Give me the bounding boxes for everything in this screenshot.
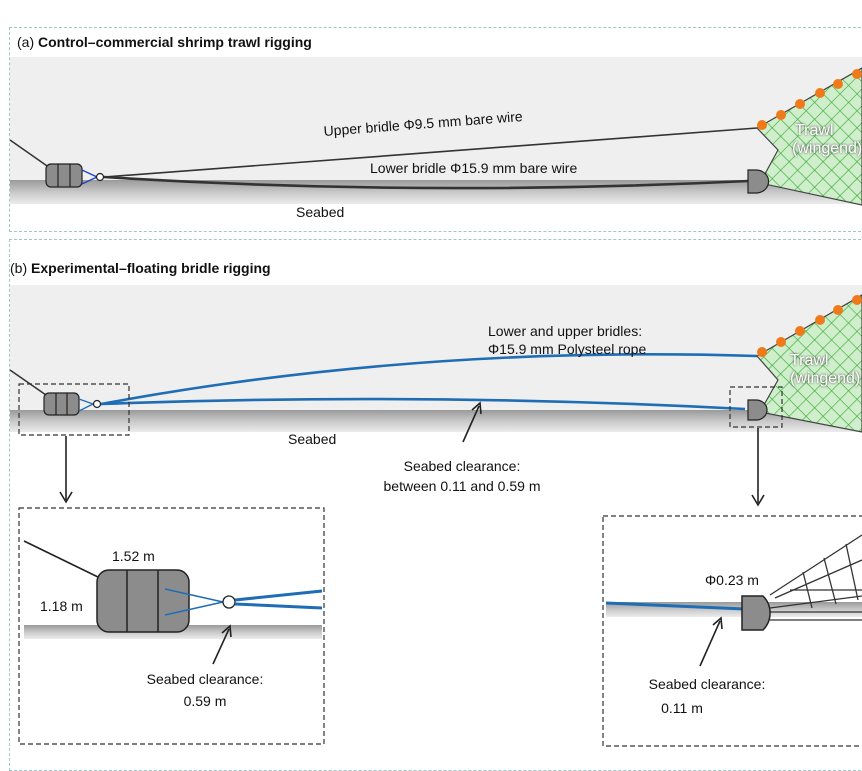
panel-a-swivel (95, 172, 105, 182)
panel-a-ground-shoe (747, 169, 770, 194)
panel-b-bridles-label: Lower and upper bridles: Φ15.9 mm Polyst… (488, 322, 646, 358)
panel-b-lower-bridle (100, 397, 746, 411)
panel-b-seabed-label: Seabed (288, 431, 337, 447)
panel-b-upper-bridle (100, 352, 758, 406)
inset-right-net-lines (769, 534, 862, 621)
zoom-arrows (59, 428, 765, 507)
panel-b-water (10, 285, 862, 412)
panel-a-trawl-label: Trawl (wingend) (792, 122, 862, 158)
panel-b-bridles-line2: Φ15.9 mm Polysteel rope (488, 341, 647, 357)
panel-b-bridles-line1: Lower and upper bridles: (488, 323, 643, 339)
panel-b-trawl-line1: Trawl (790, 352, 829, 369)
panel-b-warp (9, 369, 47, 396)
panel-b-seabed (10, 410, 862, 432)
panel-b-otter-door (43, 392, 80, 416)
panel-b-trawl-net (756, 294, 862, 433)
panel-b-swivel (92, 399, 102, 409)
panel-b-ground-shoe (747, 399, 768, 421)
panel-a-lower-bridle (103, 175, 749, 190)
panel-a-warp (9, 139, 51, 169)
panel-a-letter: (a) (17, 34, 35, 50)
panel-a-title: (a) Control–commercial shrimp trawl rigg… (17, 34, 312, 50)
clearance-arrow (462, 401, 482, 443)
panel-a-floats (757, 69, 862, 130)
panel-b-clearance-line1: Seabed clearance: (403, 458, 521, 474)
zoom-box-door (18, 383, 130, 436)
panel-b-trawl-line2: (wingend) (790, 370, 861, 387)
inset-left-door (96, 569, 190, 633)
panel-b-frame (9, 239, 862, 771)
panel-a-water (10, 57, 862, 182)
panel-a-otter-door (45, 163, 83, 188)
inset-right-frame (602, 515, 862, 747)
panel-a-lower-bridle-label: Lower bridle Φ15.9 mm bare wire (370, 160, 578, 176)
panel-a-frame (9, 27, 862, 232)
inset-right-clearance-label: Seabed clearance: 0.11 m (632, 672, 782, 720)
panel-a-trawl-line2: (wingend) (792, 140, 862, 157)
inset-left-height-label: 1.18 m (40, 598, 83, 614)
inset-right-diameter-label: Φ0.23 m (705, 572, 759, 588)
panel-b-clearance-line2: between 0.11 and 0.59 m (383, 478, 541, 494)
panel-b-floats (757, 295, 862, 357)
panel-b-title-text: Experimental–floating bridle rigging (31, 260, 271, 276)
panel-b-trawl-label: Trawl (wingend) (790, 352, 860, 388)
inset-right-clearance-line1: Seabed clearance: (648, 676, 766, 692)
inset-right-ground-shoe (741, 595, 771, 631)
inset-left-clearance-line1: Seabed clearance: (146, 671, 264, 687)
panel-b-title: (b) Experimental–floating bridle rigging (10, 260, 271, 276)
panel-a-trawl-line1: Trawl (795, 122, 834, 139)
inset-left-width-label: 1.52 m (112, 548, 155, 564)
panel-a-upper-bridle (103, 127, 758, 178)
panel-a-trawl-net (756, 67, 862, 206)
zoom-box-shoe (729, 386, 783, 428)
inset-left-swivel (222, 595, 236, 609)
panel-a-title-text: Control–commercial shrimp trawl rigging (38, 34, 312, 50)
panel-b-clearance-label: Seabed clearance: between 0.11 and 0.59 … (372, 456, 552, 496)
inset-left-clearance-line2: 0.59 m (183, 693, 227, 709)
panel-a-seabed (10, 180, 862, 204)
panel-b-letter: (b) (10, 260, 28, 276)
inset-right-clearance-line2: 0.11 m (661, 700, 703, 716)
inset-left-clearance-label: Seabed clearance: 0.59 m (130, 668, 280, 712)
panel-a-seabed-label: Seabed (296, 204, 345, 220)
